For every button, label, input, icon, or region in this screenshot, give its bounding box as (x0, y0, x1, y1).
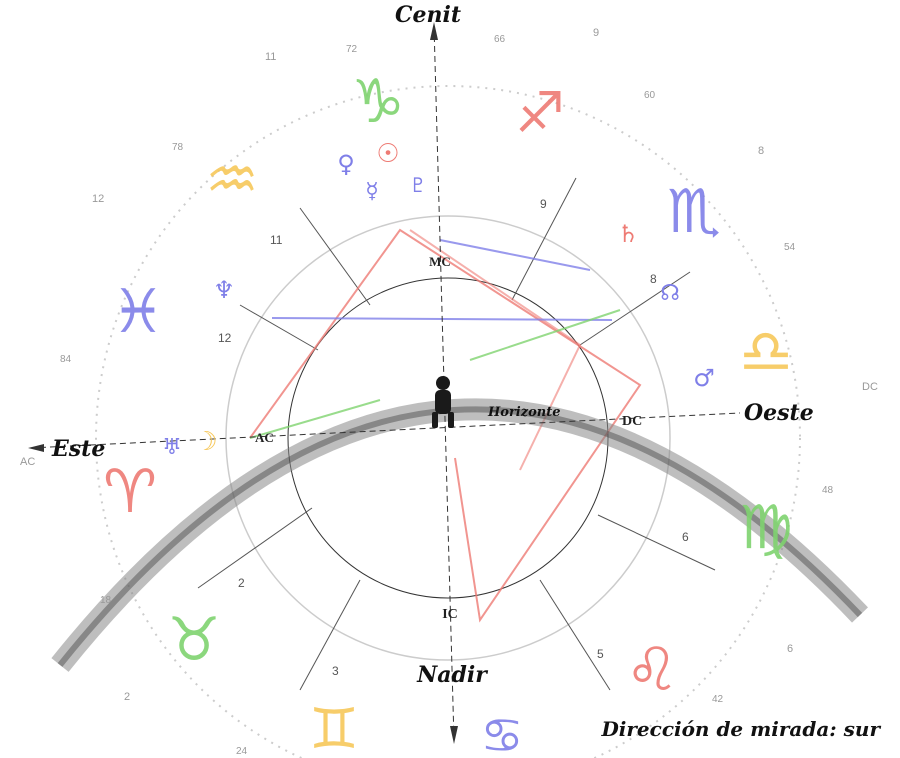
saturn-icon: ♄ (617, 220, 639, 248)
cancer-icon: ♋ (480, 708, 523, 758)
cenit-arrow (430, 22, 438, 40)
house-number: 3 (332, 664, 339, 678)
dc-outer-label: DC (862, 381, 878, 393)
dc-label: DC (622, 414, 642, 429)
house-number: 11 (270, 233, 283, 247)
ac-label: AC (255, 430, 274, 445)
planets: ☉ ♀ ☿ ♇ ♄ ☊ ♂ ♆ ♅ ☽ (162, 139, 715, 460)
outer-house-mark: 11 (265, 51, 276, 63)
house-number: 2 (238, 576, 245, 590)
outer-house-marks: 11 9 8 12 6 2 (92, 27, 793, 703)
degree-tick: 66 (494, 34, 506, 45)
north-node-icon: ☊ (660, 281, 680, 306)
gemini-icon: ♊ (309, 697, 359, 758)
house-number: 6 (682, 530, 689, 544)
middle-ring (225, 215, 671, 661)
moon-icon: ☽ (194, 427, 217, 457)
virgo-icon: ♍ (739, 493, 793, 563)
degree-tick: 24 (236, 746, 248, 757)
ic-label: IC (442, 607, 458, 622)
mercury-icon: ☿ (365, 179, 379, 204)
observer-figure (432, 376, 454, 428)
scorpio-icon: ♏ (667, 177, 721, 247)
house-cusp-2 (197, 507, 313, 589)
house-cusp-12 (239, 304, 319, 351)
east-label: Este (51, 436, 105, 462)
ac-outer-label: AC (20, 456, 35, 468)
aspect-line-blue-2 (439, 239, 591, 271)
capricorn-icon: ♑ (351, 67, 405, 137)
nadir-label: Nadir (416, 662, 488, 688)
house-cusp-3 (299, 579, 361, 691)
house-cusp-5 (539, 579, 611, 691)
house-cusp-9 (511, 177, 577, 301)
outer-house-mark: 12 (92, 193, 104, 205)
leo-icon: ♌ (625, 635, 679, 705)
taurus-icon: ♉ (167, 605, 221, 675)
house-number: 5 (597, 647, 604, 661)
gaze-direction-label: Dirección de mirada: sur (600, 717, 881, 741)
degree-tick: 54 (784, 242, 796, 253)
outer-house-mark: 2 (124, 691, 130, 703)
meridian-axis (433, 25, 455, 741)
aspect-line-green-2 (469, 309, 621, 361)
horizon-arc (51, 398, 868, 672)
house-cusp-8 (579, 271, 691, 346)
horizon-label: Horizonte (487, 405, 561, 420)
outer-house-mark: 8 (758, 145, 764, 157)
horizon-arc-edge (57, 406, 863, 667)
degree-tick: 48 (822, 485, 834, 496)
aspect-line-red (249, 228, 642, 623)
degree-tick: 18 (100, 595, 112, 606)
aries-icon: ♈ (103, 457, 157, 527)
este-arrow (28, 444, 44, 452)
degree-tick: 72 (346, 44, 358, 55)
house-number: 8 (650, 272, 657, 286)
degree-tick: 42 (712, 694, 724, 705)
house-number: 9 (540, 197, 547, 211)
neptune-icon: ♆ (213, 276, 235, 304)
zenith-label: Cenit (395, 2, 461, 28)
west-label: Oeste (744, 400, 814, 426)
sagittarius-icon: ♐ (515, 81, 565, 146)
degree-tick: 84 (60, 354, 72, 365)
pluto-icon: ♇ (409, 173, 427, 197)
horizon-axis (29, 412, 741, 449)
uranus-icon: ♅ (162, 435, 182, 460)
aspect-line-green (249, 399, 381, 439)
sun-icon: ☉ (376, 139, 399, 169)
degree-tick: 78 (172, 142, 184, 153)
mc-label: MC (429, 254, 451, 269)
outer-degree-ticks: 72 66 60 54 48 42 84 78 24 18 (60, 34, 834, 757)
venus-icon: ♀ (337, 150, 355, 178)
outer-house-mark: 9 (593, 27, 599, 39)
house-cusp-6 (597, 514, 716, 571)
house-numbers: 2 3 5 6 8 9 11 12 (218, 197, 689, 678)
outer-house-mark: 6 (787, 643, 793, 655)
house-cusp-11 (299, 207, 371, 306)
house-number: 12 (218, 331, 232, 345)
outer-zodiac-ring (95, 85, 801, 758)
degree-tick: 60 (644, 90, 656, 101)
aspect-line-red-2 (409, 229, 582, 471)
mars-icon: ♂ (693, 364, 715, 392)
zodiac-signs: ♑ ♐ ♏ ♎ ♍ ♌ ♋ ♊ ♉ ♈ ♓ ♒ (103, 67, 793, 758)
libra-icon: ♎ (739, 317, 793, 387)
aquarius-icon: ♒ (205, 145, 259, 215)
nadir-arrow (450, 726, 458, 744)
pisces-icon: ♓ (111, 277, 165, 347)
